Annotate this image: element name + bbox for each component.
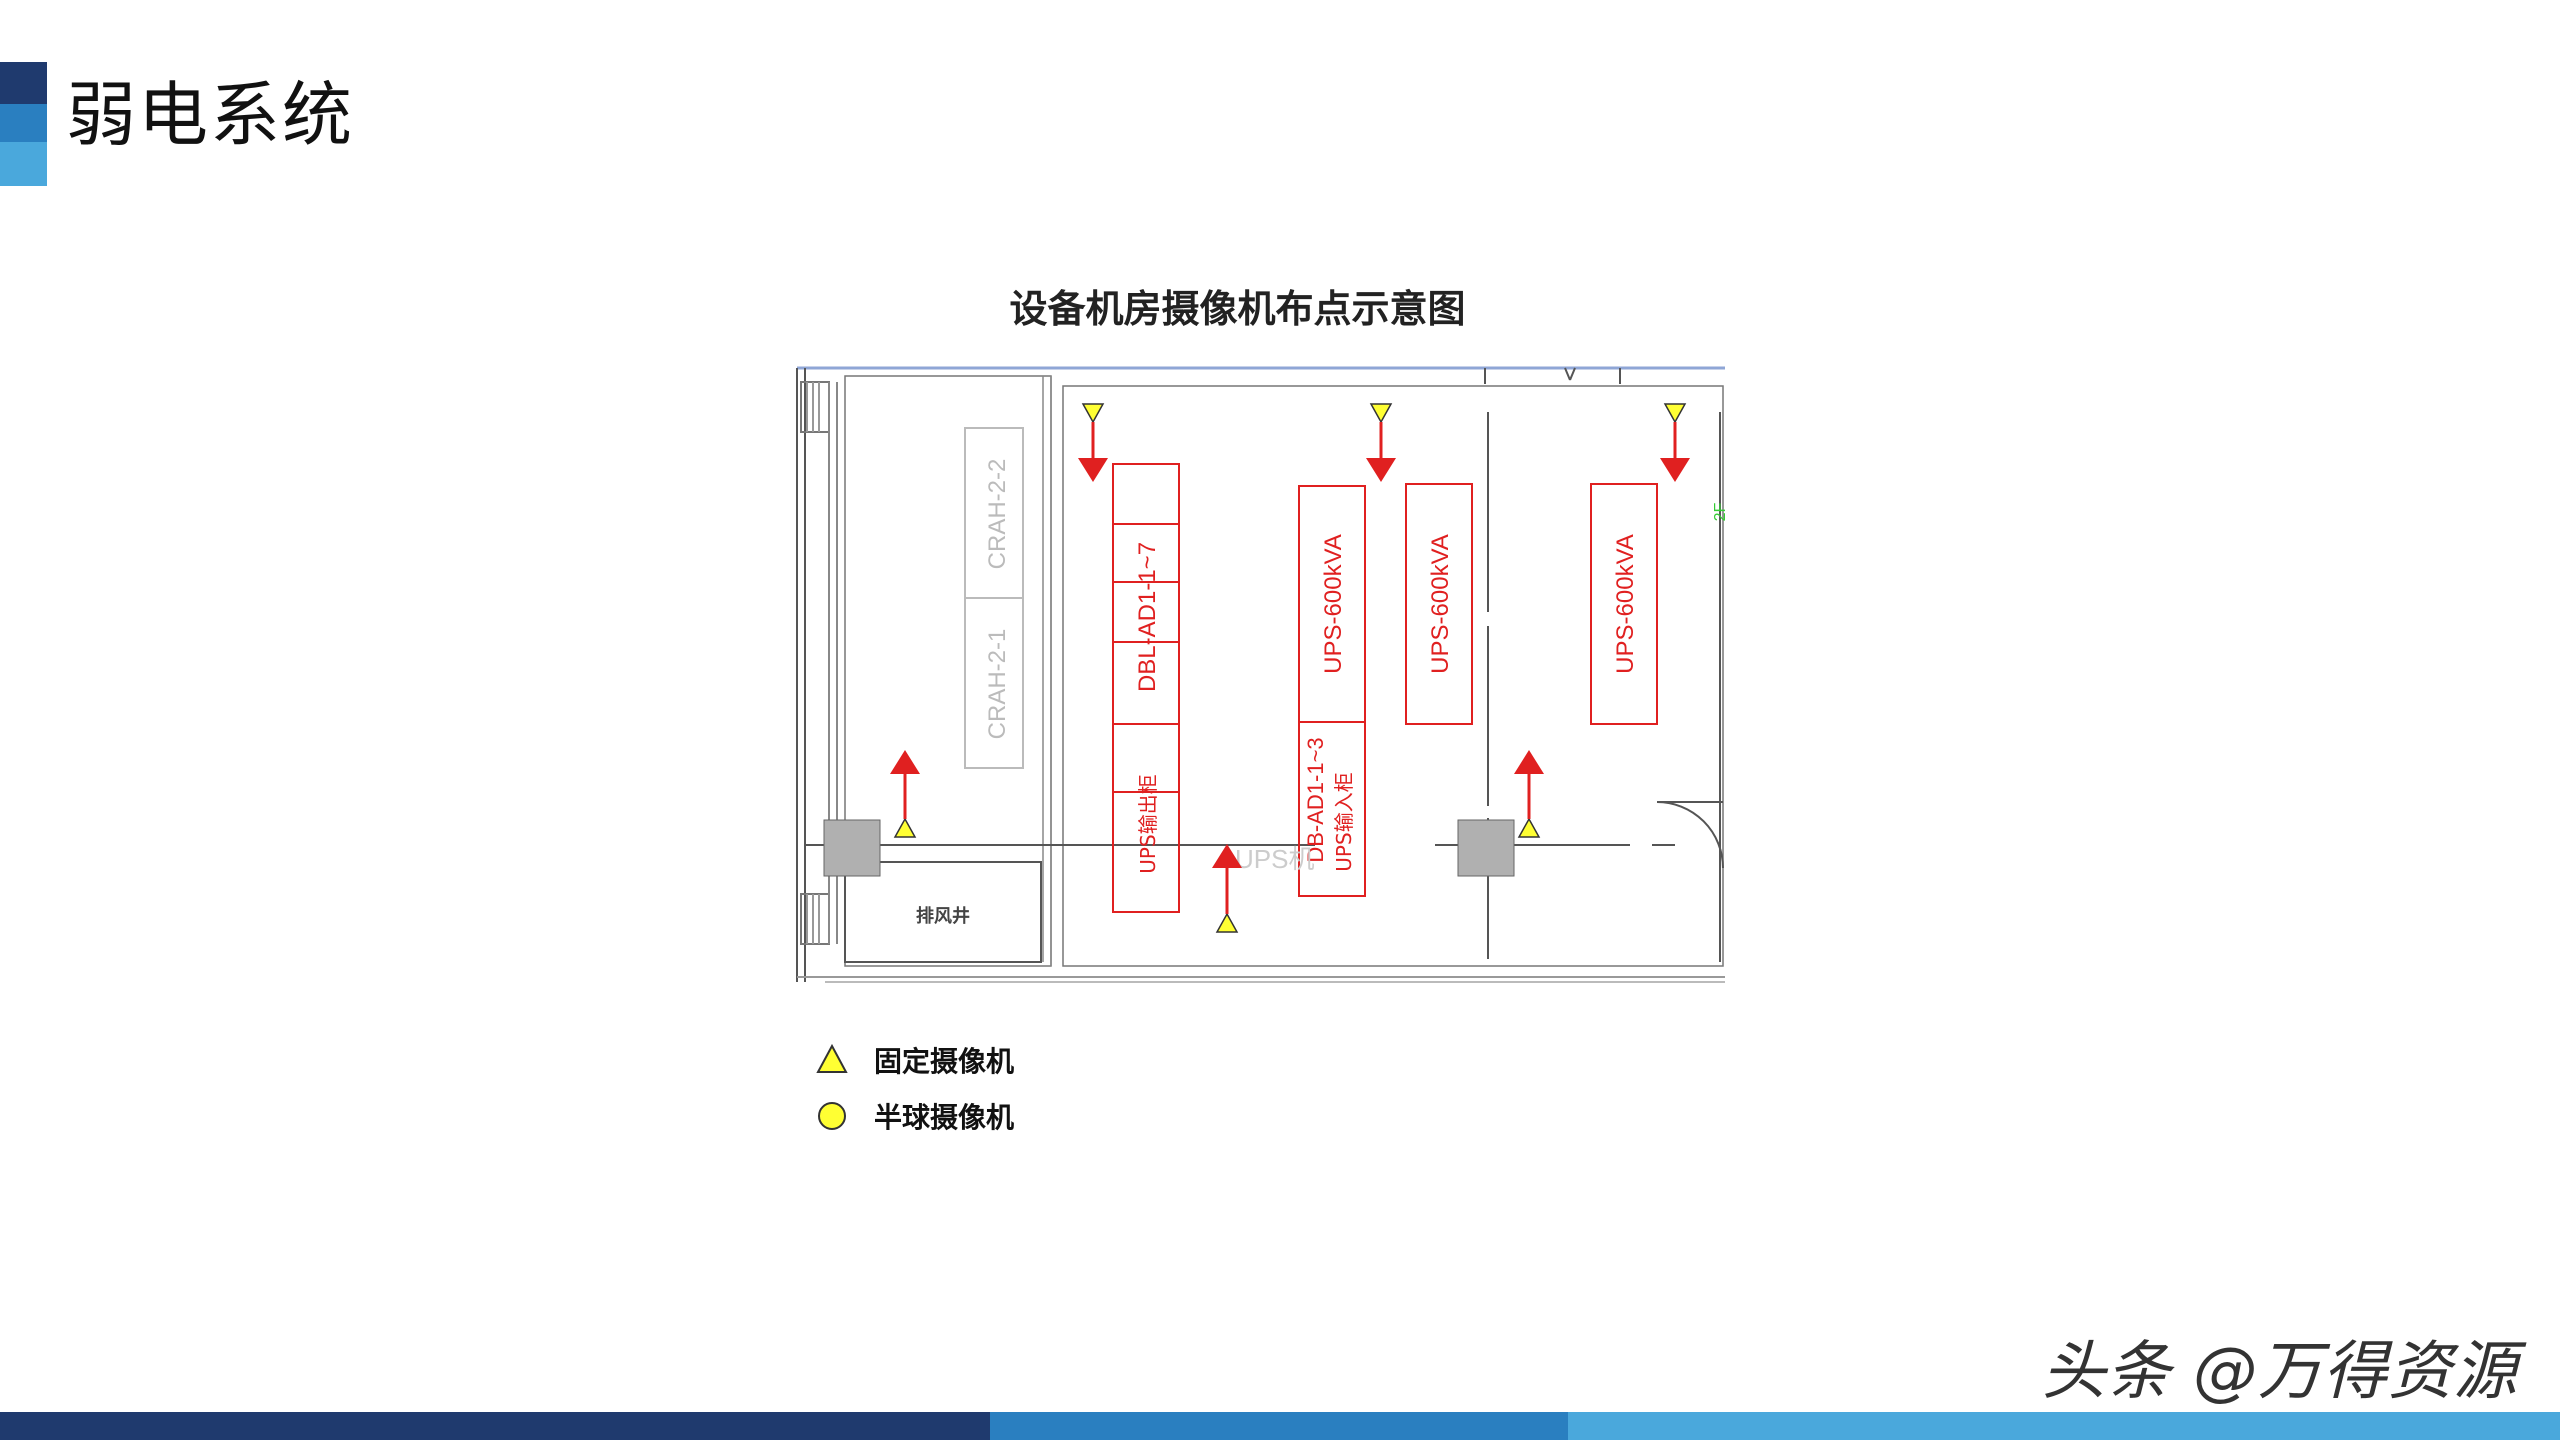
ups-600-label-2: UPS-600kVA bbox=[1427, 534, 1454, 674]
triangle-icon bbox=[816, 1043, 848, 1073]
watermark: 头条 @万得资源 bbox=[2041, 1335, 2518, 1409]
legend-label-dome-camera: 半球摄像机 bbox=[874, 1101, 1015, 1134]
db-ad1-label: DB-AD1-1~3 bbox=[1303, 737, 1328, 862]
fixed-camera-icon bbox=[1514, 750, 1544, 838]
ups-faint-label: UPS机 bbox=[1235, 844, 1314, 874]
fixed-camera-icon bbox=[890, 750, 920, 838]
footer-segment-mid bbox=[990, 1412, 1568, 1440]
legend-label-fixed-camera: 固定摄像机 bbox=[874, 1045, 1015, 1078]
crah-units bbox=[964, 427, 1024, 769]
fixed-camera-icon bbox=[1660, 403, 1690, 482]
outer-walls bbox=[796, 366, 1725, 983]
title-accent-mid bbox=[0, 104, 47, 142]
legend-item-fixed-camera: 固定摄像机 bbox=[812, 1032, 1014, 1088]
title-accent-dark bbox=[0, 62, 47, 104]
equipment-cabinets bbox=[1112, 463, 1658, 913]
legend-item-dome-camera: 半球摄像机 bbox=[812, 1088, 1014, 1144]
crah-2-2-label: CRAH-2-2 bbox=[984, 459, 1011, 570]
slide-title: 弱电系统 bbox=[66, 74, 354, 156]
ups-in-label: UPS输入柜 bbox=[1332, 772, 1356, 871]
crah-2-1-label: CRAH-2-1 bbox=[984, 629, 1011, 740]
fixed-camera-icon bbox=[1078, 403, 1108, 482]
floor-plan: CRAH-2-2 CRAH-2-1 DBL-AD1-1~7 UPS输出柜 UPS… bbox=[796, 366, 1729, 983]
column-left bbox=[823, 819, 881, 877]
footer-bar bbox=[0, 1412, 2560, 1440]
camera-markers bbox=[890, 403, 1690, 933]
title-accent-light bbox=[0, 142, 47, 186]
edge-mark: 2F bbox=[1712, 502, 1729, 521]
dbl-ad1-label: DBL-AD1-1~7 bbox=[1134, 542, 1161, 692]
ups-out-label: UPS输出柜 bbox=[1136, 774, 1160, 873]
ups-600-label-3: UPS-600kVA bbox=[1612, 534, 1639, 674]
diagram-title: 设备机房摄像机布点示意图 bbox=[1009, 286, 1466, 331]
ups-600-label-1: UPS-600kVA bbox=[1320, 534, 1347, 674]
legend: 固定摄像机 半球摄像机 bbox=[812, 1032, 1014, 1144]
footer-segment-dark bbox=[0, 1412, 990, 1440]
footer-segment-light bbox=[1568, 1412, 2560, 1440]
circle-icon bbox=[818, 1102, 846, 1130]
fixed-camera-icon bbox=[1366, 403, 1396, 482]
fixed-camera-icon bbox=[1212, 844, 1242, 933]
column-right bbox=[1457, 819, 1515, 877]
shaft-label: 排风井 bbox=[916, 905, 970, 927]
